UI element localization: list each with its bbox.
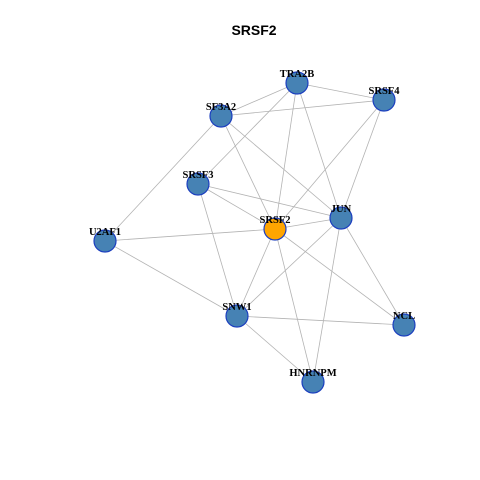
- node-label: NCL: [393, 311, 415, 322]
- node-circle: [301, 370, 325, 394]
- edge-tra2b-srsf4: [296, 82, 385, 101]
- node-sf3a2: SF3A2: [206, 102, 236, 128]
- edge-jun-hnrnpm: [312, 217, 342, 383]
- edge-snw1-hnrnpm: [236, 315, 314, 383]
- edge-srsf3-srsf2: [197, 183, 276, 230]
- node-tra2b: TRA2B: [280, 69, 314, 95]
- node-label: SNW1: [222, 302, 251, 313]
- edge-srsf4-sf3a2: [220, 99, 385, 117]
- edge-srsf2-ncl: [274, 228, 405, 326]
- node-circle: [225, 304, 249, 328]
- edge-u2af1-snw1: [104, 240, 238, 317]
- edge-srsf3-jun: [197, 183, 342, 219]
- node-srsf2: SRSF2: [260, 215, 291, 241]
- node-circle: [329, 206, 353, 230]
- edge-srsf4-jun: [340, 99, 385, 219]
- node-circle: [263, 217, 287, 241]
- node-circle: [209, 104, 233, 128]
- edge-layer: [104, 82, 405, 383]
- edge-srsf2-hnrnpm: [274, 228, 314, 383]
- edge-srsf2-snw1: [236, 228, 276, 317]
- edge-tra2b-srsf2: [274, 82, 298, 230]
- node-label: SF3A2: [206, 102, 236, 113]
- edge-srsf2-u2af1: [104, 228, 276, 242]
- node-srsf3: SRSF3: [183, 170, 214, 196]
- node-label: JUN: [331, 204, 352, 215]
- node-circle: [186, 172, 210, 196]
- edge-srsf3-snw1: [197, 183, 238, 317]
- node-circle: [93, 229, 117, 253]
- edge-sf3a2-jun: [220, 115, 342, 219]
- node-label: TRA2B: [280, 69, 314, 80]
- edge-tra2b-jun: [296, 82, 342, 219]
- edge-sf3a2-srsf2: [220, 115, 276, 230]
- node-jun: JUN: [329, 204, 353, 230]
- node-label: SRSF2: [260, 215, 291, 226]
- node-circle: [285, 71, 309, 95]
- edge-tra2b-srsf3: [197, 82, 298, 185]
- node-label: SRSF3: [183, 170, 214, 181]
- edge-jun-snw1: [236, 217, 342, 317]
- node-label: SRSF4: [369, 86, 401, 97]
- edge-sf3a2-u2af1: [104, 115, 222, 242]
- edge-snw1-ncl: [236, 315, 405, 326]
- node-hnrnpm: HNRNPM: [289, 368, 337, 394]
- edge-srsf4-srsf2: [274, 99, 385, 230]
- node-circle: [392, 313, 416, 337]
- node-snw1: SNW1: [222, 302, 252, 328]
- node-label: HNRNPM: [289, 368, 336, 379]
- edge-jun-ncl: [340, 217, 405, 326]
- node-label: U2AF1: [89, 227, 121, 238]
- graph-title: SRSF2: [231, 22, 276, 38]
- node-u2af1: U2AF1: [89, 227, 121, 253]
- edge-tra2b-sf3a2: [220, 82, 298, 117]
- node-circle: [372, 88, 396, 112]
- node-srsf4: SRSF4: [369, 86, 401, 112]
- node-ncl: NCL: [392, 311, 416, 337]
